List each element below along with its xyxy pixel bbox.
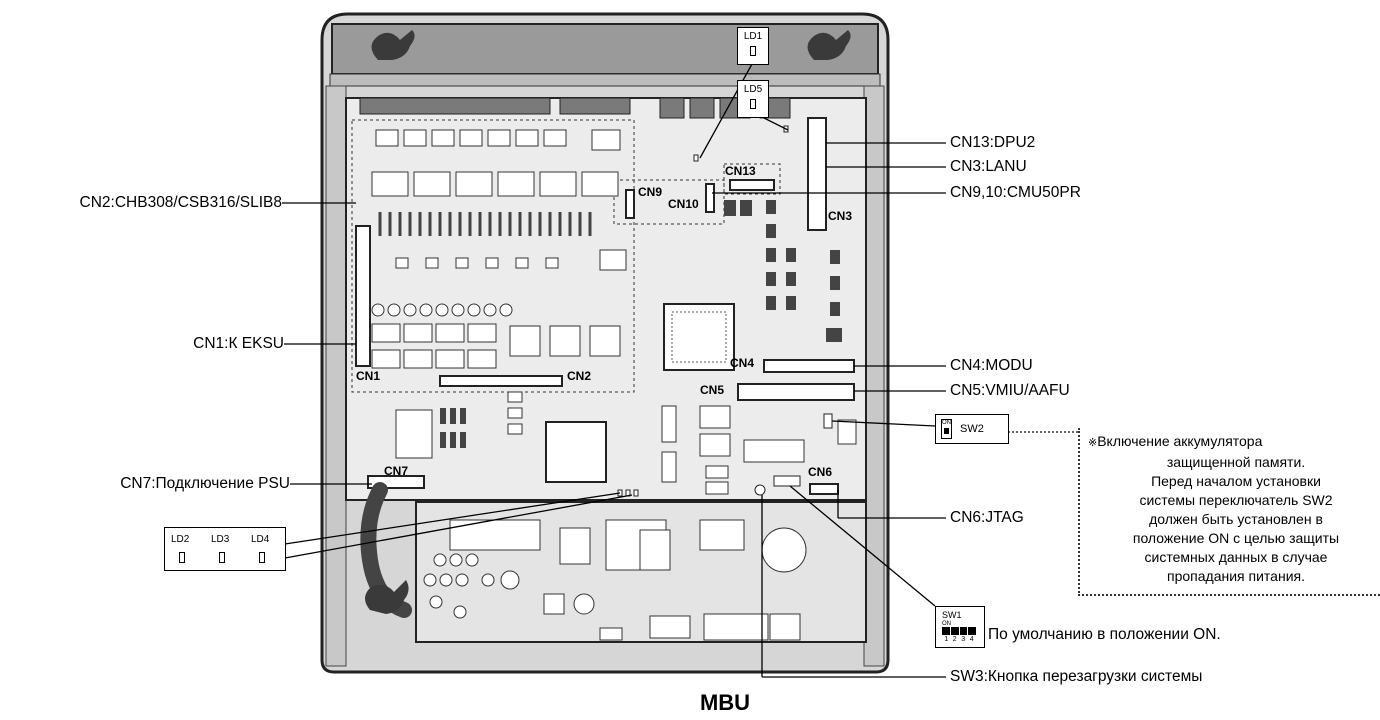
ld5-callout-box: LD5 <box>737 80 769 118</box>
note-line-5: положение ON с целью защиты <box>1132 530 1340 546</box>
sw1-dip-1 <box>942 627 950 635</box>
resistor-array <box>378 212 592 236</box>
cn6-connector <box>809 483 839 495</box>
ld4-led-icon <box>259 552 265 563</box>
sw1-position-numbers: 1 2 3 4 <box>942 636 976 643</box>
ld2-led-icon <box>179 552 185 563</box>
sw1-switch-icon <box>942 627 976 635</box>
sw2-board-switch <box>823 413 833 429</box>
dpu-card-area <box>723 163 781 195</box>
board-label-cn6: CN6 <box>808 465 833 479</box>
cn13-connector <box>729 179 775 191</box>
callout-cn7: CN7:Подключение PSU <box>120 475 290 492</box>
sw1-pos-2: 2 <box>952 636 957 643</box>
cn9-connector <box>625 189 635 219</box>
board-label-cn2: CN2 <box>567 369 592 383</box>
board-label-cn10: CN10 <box>668 197 699 211</box>
lower-components <box>395 391 857 495</box>
sw1-pos-1: 1 <box>944 636 949 643</box>
board-label-cn3: CN3 <box>828 209 853 223</box>
cabinet-top-rail <box>329 73 881 87</box>
ld2-label: LD2 <box>171 534 190 545</box>
sw1-on-mark: ON <box>942 621 951 627</box>
board-label-cn9: CN9 <box>638 185 663 199</box>
right-ic-array <box>724 200 842 342</box>
mounting-hole-top-left <box>371 30 415 60</box>
ld4-label: LD4 <box>251 534 270 545</box>
note-line-7: пропадания питания. <box>1167 568 1305 584</box>
leader-lines <box>282 63 946 678</box>
board-label-cn5: CN5 <box>700 383 725 397</box>
note-line-2: Перед началом установки <box>1151 473 1321 489</box>
board-label-cn7: CN7 <box>384 464 409 478</box>
sw1-default-text: По умолчанию в положении ON. <box>988 626 1221 643</box>
sw1-callout-box: SW1 ON 1 2 3 4 <box>935 606 985 648</box>
sw2-battery-note: ※Включение аккумулятора защищенной памят… <box>1078 428 1380 596</box>
trimmer-row <box>371 303 513 317</box>
board-label-cn4: CN4 <box>730 356 755 370</box>
main-cpu-chip <box>663 303 735 371</box>
callout-cn9-10: CN9,10:CMU50PR <box>950 184 1081 201</box>
ld1-callout-box: LD1 <box>737 27 769 65</box>
ld3-led-icon <box>219 552 225 563</box>
callout-cn2: CN2:CHB308/CSB316/SLIB8 <box>79 194 282 211</box>
ld5-led-icon <box>750 99 756 109</box>
callout-cn4: CN4:MODU <box>950 357 1033 374</box>
note-line-3: системы переключатель SW2 <box>1139 492 1333 508</box>
cn10-connector <box>705 183 715 213</box>
callout-sw3: SW3:Кнопка перезагрузки системы <box>950 668 1203 685</box>
ld3-label: LD3 <box>211 534 230 545</box>
board-label-cn13: CN13 <box>725 164 756 178</box>
cn5-connector <box>737 383 855 401</box>
note-line-6: системных данных в случае <box>1144 549 1328 565</box>
sw1-dip-4 <box>968 627 976 635</box>
note-line-4: должен быть установлен в <box>1149 511 1323 527</box>
cn1-connector <box>355 225 371 367</box>
diagram-title: MBU <box>699 690 751 715</box>
callout-cn13: CN13:DPU2 <box>950 134 1036 151</box>
callout-cn6: CN6:JTAG <box>950 509 1024 526</box>
board-label-cn1: CN1 <box>356 369 381 383</box>
sw1-board-switch <box>773 475 801 487</box>
trunk-card-area <box>351 119 635 393</box>
transformer-row <box>371 323 621 369</box>
psu-caps <box>423 553 495 619</box>
sw1-pos-4: 4 <box>969 636 974 643</box>
callout-cn5: CN5:VMIU/AAFU <box>950 382 1070 399</box>
note-mark: ※ <box>1088 437 1098 449</box>
sw2-on-mark: ON <box>942 420 951 426</box>
sw1-dip-3 <box>959 627 968 635</box>
sw1-label: SW1 <box>942 610 962 620</box>
relay-row <box>371 129 621 197</box>
ld2-ld4-callout-box: LD2 LD3 LD4 <box>164 527 286 571</box>
sw2-switch-knob <box>944 428 949 434</box>
note-heading: Включение аккумулятора <box>1097 433 1263 449</box>
sw2-switch-icon: ON <box>941 419 952 439</box>
sw1-dip-2 <box>950 627 959 635</box>
ld5-label: LD5 <box>743 84 763 95</box>
sw3-board-button <box>754 484 766 496</box>
sw1-pos-3: 3 <box>961 636 966 643</box>
sw2-label: SW2 <box>960 423 984 435</box>
secondary-chip <box>545 421 607 483</box>
lower-ic-pair <box>440 408 466 448</box>
callout-cn3: CN3:LANU <box>950 158 1027 175</box>
small-components <box>395 249 627 271</box>
ld1-led-icon <box>750 46 756 56</box>
cn3-connector <box>807 117 827 231</box>
sw2-callout-box: ON SW2 <box>935 414 1009 444</box>
cabinet-left-wall <box>325 85 347 667</box>
cabinet-top-cover <box>331 23 879 75</box>
psu-components <box>449 519 807 641</box>
cn4-connector <box>763 359 855 373</box>
mounting-hole-top-right <box>807 30 851 60</box>
ld1-label: LD1 <box>743 31 763 42</box>
mounting-hole-bottom-left <box>365 580 409 614</box>
cn2-bottom-connector <box>439 375 563 387</box>
note-line-1: защищенной памяти. <box>1166 454 1306 470</box>
callout-cn1: CN1:К EKSU <box>193 335 284 352</box>
note-first-line: ※Включение аккумулятора <box>1088 432 1380 453</box>
